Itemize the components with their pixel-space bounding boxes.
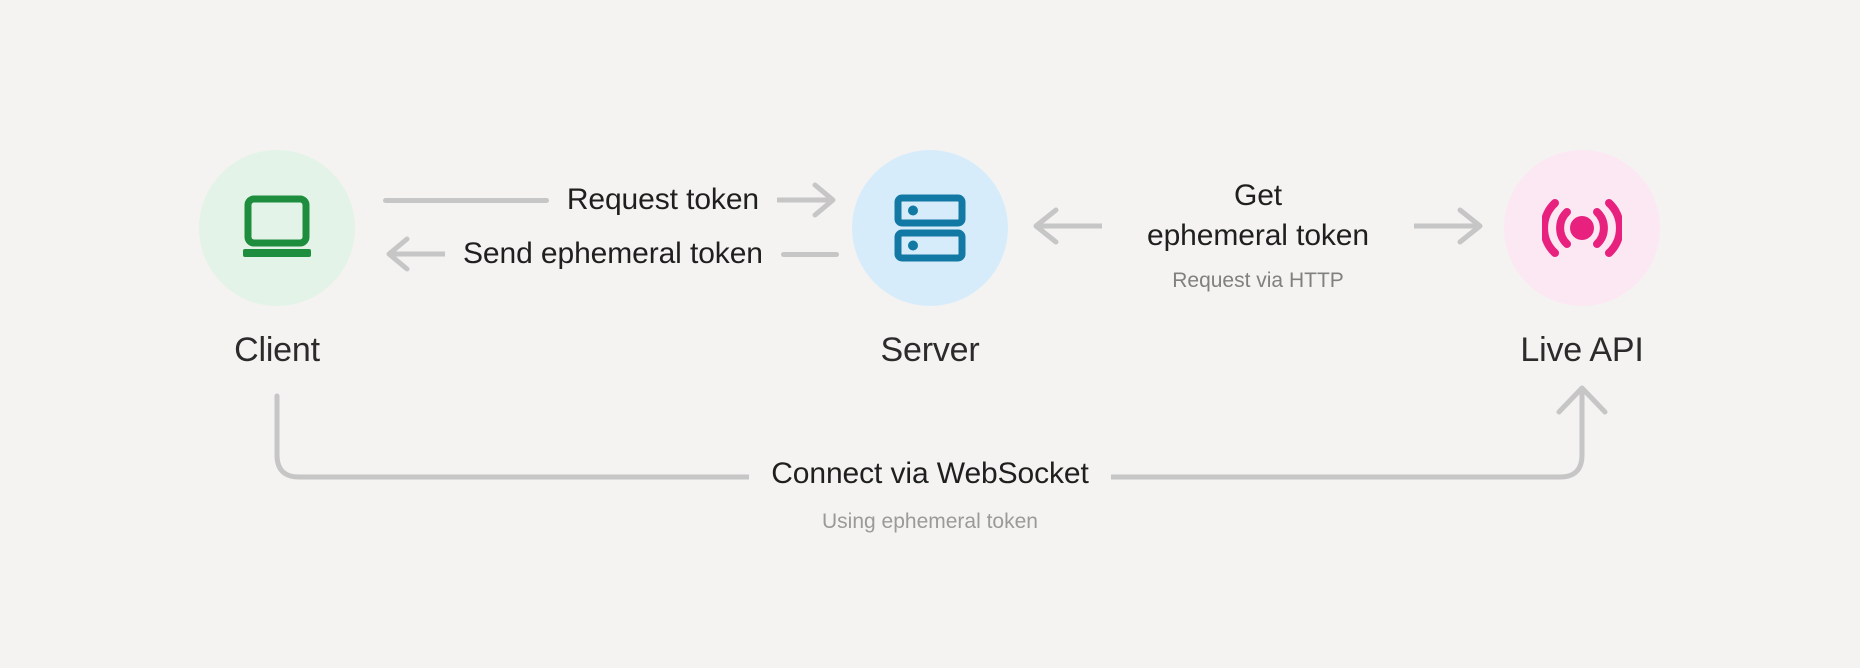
flow-sublabel-request-via-http: Request via HTTP [1172, 269, 1344, 292]
laptop-icon [243, 195, 311, 257]
flow-label-get-line1: Get [1233, 179, 1283, 212]
flow-label-request-token: Request token [566, 183, 759, 216]
broadcast-signal-icon [1542, 199, 1622, 257]
flow-send-ephemeral-token: Send ephemeral token [383, 234, 839, 274]
flow-label-connect-websocket: Connect via WebSocket [749, 456, 1111, 492]
node-label-server: Server [880, 331, 980, 369]
flow-label-send-ephemeral-token: Send ephemeral token [463, 237, 763, 270]
arrow-right-icon [777, 182, 836, 218]
live-api-icon-badge [1504, 150, 1660, 306]
client-icon-badge [199, 150, 355, 306]
node-server: Server [830, 150, 1030, 370]
get-ephemeral-token-text: Get ephemeral token Request via HTTP [1102, 176, 1414, 294]
server-icon-badge [852, 150, 1008, 306]
flow-request-token: Request token [383, 180, 839, 220]
node-client: Client [177, 150, 377, 370]
connector-line-right [780, 251, 839, 257]
flow-connect-websocket: Connect via WebSocket Using ephemeral to… [630, 456, 1230, 535]
node-label-client: Client [234, 331, 320, 369]
node-label-live-api: Live API [1520, 331, 1644, 369]
arrow-right-icon [1414, 207, 1483, 245]
server-rack-icon [894, 194, 966, 262]
flow-sublabel-using-ephemeral-token: Using ephemeral token [822, 510, 1038, 533]
flow-get-ephemeral-token: Get ephemeral token Request via HTTP [1030, 176, 1486, 294]
arrow-left-icon [1033, 207, 1102, 245]
arrow-left-icon [386, 236, 445, 272]
flow-label-get-line2: ephemeral token [1147, 219, 1369, 252]
connector-line-left [383, 197, 549, 203]
node-live-api: Live API [1482, 150, 1682, 370]
